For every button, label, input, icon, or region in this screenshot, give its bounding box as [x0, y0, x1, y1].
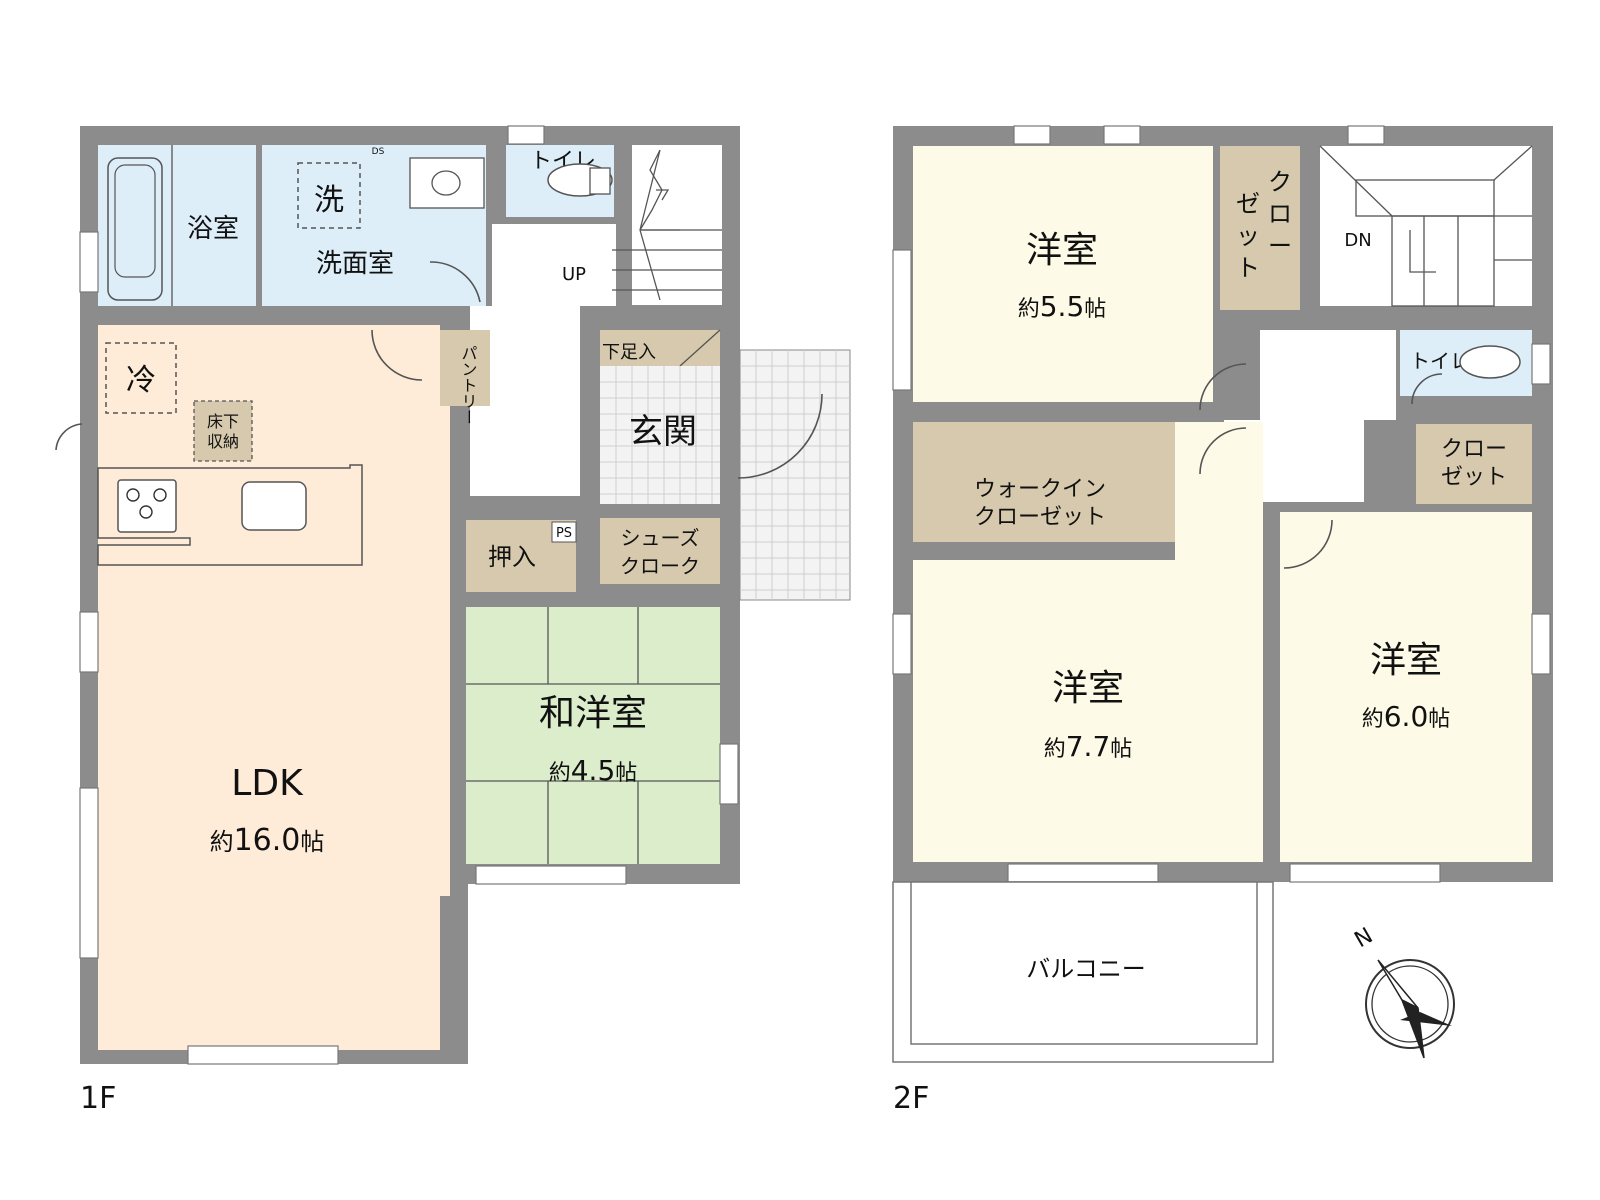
- room-c-door-icon: [1283, 519, 1333, 569]
- window: [507, 125, 545, 145]
- entrance-tile-grid: [600, 366, 720, 504]
- window: [1531, 613, 1551, 675]
- window: [475, 865, 627, 885]
- stairs-2f: [1320, 146, 1532, 306]
- burner-icon: [153, 488, 167, 502]
- shoe-cabinet-label: 下足入: [602, 342, 656, 363]
- toilet-2f-icon: [1459, 345, 1521, 379]
- room-b-door-icon: [1199, 427, 1247, 475]
- burner-icon: [126, 488, 140, 502]
- western-room-a: [913, 146, 1213, 402]
- tatami-lines: [466, 607, 720, 864]
- burner-icon: [139, 505, 153, 519]
- stairs-2f-lines: [1319, 145, 1533, 307]
- japanese-room-label: 和洋室: [539, 693, 647, 734]
- room-b-label: 洋室: [1052, 668, 1124, 709]
- window: [1531, 343, 1551, 385]
- room-b-size: 約7.7帖: [1044, 730, 1133, 763]
- bathtub-inner: [114, 164, 156, 278]
- underfloor-storage-label: 床下収納: [207, 412, 239, 451]
- exterior-gap: [468, 884, 748, 1074]
- shoes-cloak-label: シューズクローク: [620, 526, 700, 578]
- underfloor-storage: [193, 400, 253, 462]
- window: [1103, 125, 1141, 145]
- stairs-down-label: DN: [1344, 230, 1371, 251]
- stairs-1f: [632, 145, 722, 305]
- toilet-tank-icon: [589, 167, 611, 195]
- window: [79, 231, 99, 293]
- entrance-hall: [600, 366, 720, 504]
- washer-space: [297, 162, 361, 229]
- ds-mark: DS: [372, 147, 385, 157]
- window: [187, 1045, 339, 1065]
- ldk-room: [98, 325, 440, 1050]
- vanity: [409, 157, 485, 209]
- room-c-label: 洋室: [1370, 640, 1442, 681]
- washroom-door-icon: [429, 261, 481, 303]
- toilet-2f-door-icon: [1411, 373, 1443, 405]
- hall-upper: [492, 224, 616, 306]
- closet-b-label: クローゼット: [1441, 437, 1507, 490]
- room-c-size: 約6.0帖: [1362, 700, 1451, 733]
- pipe-space-label: PS: [556, 526, 572, 541]
- japanese-room: [466, 607, 720, 864]
- hall-2f: [1260, 330, 1396, 420]
- balcony-label: バルコニー: [1026, 955, 1146, 983]
- floor-label-2f: 2F: [893, 1081, 929, 1116]
- ldk-label: LDK: [231, 763, 304, 804]
- first-floor: 浴室 洗 洗面室 DS トイレ UP: [55, 125, 851, 1116]
- wic-label: ウォークインクローゼット: [974, 477, 1106, 530]
- floor-label-1f: 1F: [80, 1081, 116, 1116]
- window: [1347, 125, 1385, 145]
- pipe-space: [551, 521, 577, 543]
- compass-north-label: N: [1351, 923, 1378, 953]
- fridge-space: [105, 342, 177, 414]
- western-room-b: [913, 560, 1263, 862]
- bath-label: 浴室: [187, 214, 239, 244]
- window: [892, 613, 912, 675]
- western-room-c: [1280, 512, 1532, 862]
- balcony-inner: [910, 881, 1258, 1045]
- closet-b: [1416, 424, 1532, 504]
- ldk-door-icon: [371, 329, 423, 381]
- washroom-label: 洗面室: [316, 249, 394, 279]
- window: [79, 787, 99, 959]
- stairs-1f-lines: [612, 149, 722, 301]
- room-a-size: 約5.5帖: [1018, 290, 1107, 323]
- ldk-size: 約16.0帖: [210, 823, 325, 858]
- compass-icon: N: [1351, 923, 1455, 1059]
- pantry-label: パントリー: [459, 345, 478, 425]
- room-b-nook: [1175, 422, 1263, 562]
- sink-icon: [431, 170, 461, 196]
- closet-a: [1220, 146, 1300, 310]
- ldk-extension: [440, 406, 450, 896]
- window: [79, 611, 99, 673]
- bathtub: [107, 157, 163, 301]
- pantry: [440, 330, 490, 406]
- second-floor: 洋室 約5.5帖 クロー ゼット DN トイレ: [892, 125, 1553, 1116]
- closet-a-label: クロー ゼット: [1236, 168, 1300, 282]
- oshiire-label: 押入: [488, 543, 536, 571]
- fridge-mark: 冷: [126, 363, 156, 398]
- room-a-door-icon: [1199, 363, 1247, 411]
- window: [892, 249, 912, 391]
- shoes-cloak: [600, 518, 720, 584]
- entrance-label: 玄関: [629, 412, 697, 452]
- shoe-cabinet-line: [679, 329, 721, 367]
- wall-segment: [448, 884, 468, 1064]
- room-a-label: 洋室: [1026, 230, 1098, 271]
- walk-in-closet: [913, 422, 1175, 542]
- window: [1007, 863, 1159, 883]
- window: [1013, 125, 1051, 145]
- window: [1289, 863, 1441, 883]
- front-door-icon: [737, 393, 823, 479]
- window: [719, 743, 739, 805]
- porch-tile-grid: [740, 350, 850, 600]
- kitchen-sink-icon: [241, 481, 307, 531]
- side-door-icon: [55, 423, 83, 451]
- stairs-up-label: UP: [562, 264, 586, 285]
- washer-mark: 洗: [314, 183, 344, 218]
- japanese-room-size: 約4.5帖: [549, 754, 638, 787]
